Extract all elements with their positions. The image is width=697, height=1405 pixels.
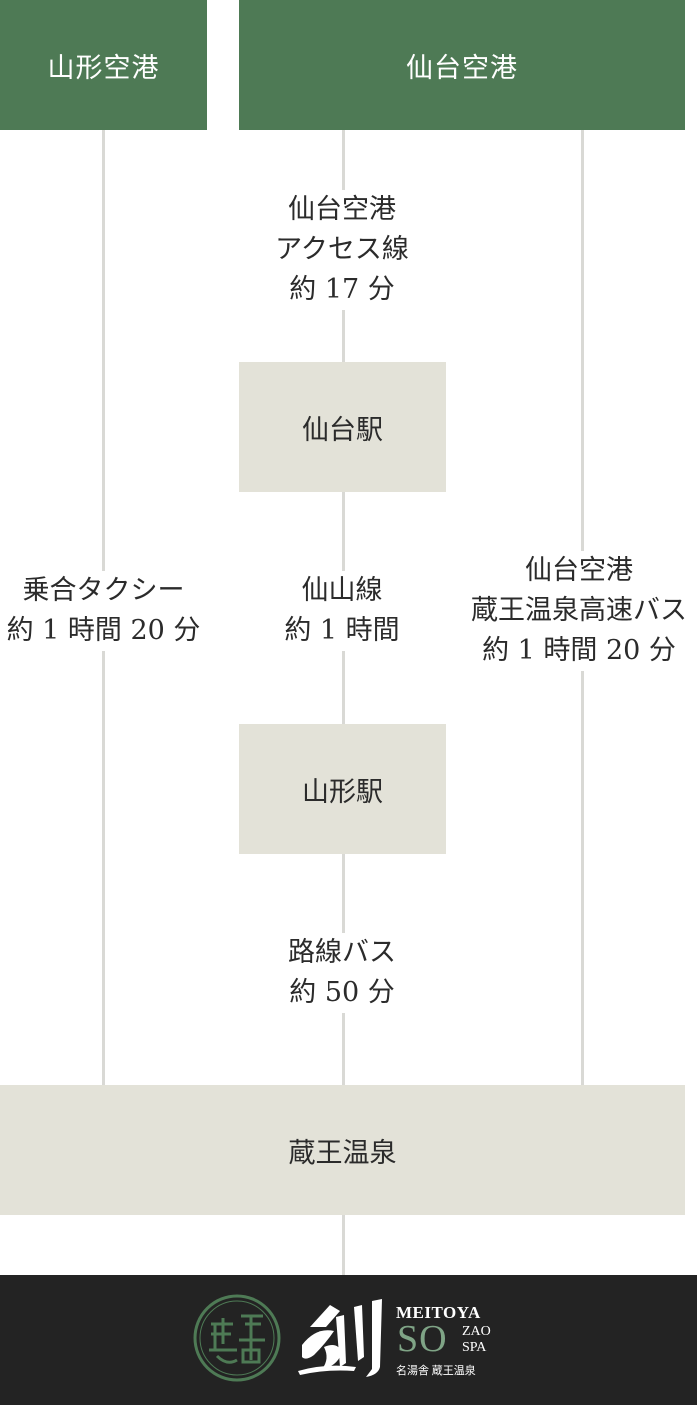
route-sendai-airport-line: 仙台空港 アクセス線 約 17 分: [252, 190, 432, 310]
route-senzan-line: 仙山線 約 1 時間: [267, 571, 417, 651]
yamagata-airport-box: 山形空港: [0, 0, 207, 130]
sendai-station-box: 仙台駅: [239, 362, 446, 492]
brand-meitoya: MEITOYA: [396, 1303, 481, 1322]
route-time: 約 1 時間: [284, 615, 400, 646]
route-time: 約 50 分: [289, 977, 395, 1008]
route-line-1: 仙山線: [301, 575, 383, 606]
zao-onsen-label: 蔵王温泉: [288, 1137, 397, 1169]
route-highway-bus: 仙台空港 蔵王温泉高速バス 約 1 時間 20 分: [461, 551, 697, 671]
route-line-1: 仙台空港: [288, 194, 396, 225]
sendai-airport-box: 仙台空港: [239, 0, 685, 130]
sendai-station-label: 仙台駅: [302, 414, 383, 446]
route-line-2: 蔵王温泉高速バス: [471, 595, 687, 626]
route-time: 約 1 時間 20 分: [6, 615, 201, 646]
line-zao-to-footer: [342, 1215, 345, 1275]
brand-so: SO: [397, 1318, 448, 1360]
route-line-1: 仙台空港: [525, 555, 633, 586]
footer-logo-bar: MEITOYA SO ZAO SPA 名湯舎 蔵王温泉: [0, 1275, 697, 1405]
route-time: 約 17 分: [289, 274, 395, 305]
route-line-1: 乗合タクシー: [22, 575, 185, 606]
brand-zao: ZAO: [462, 1324, 491, 1339]
yamagata-station-box: 山形駅: [239, 724, 446, 854]
brush-calligraphy-icon: [298, 1299, 382, 1377]
route-local-bus: 路線バス 約 50 分: [267, 933, 417, 1013]
route-line-2: アクセス線: [275, 234, 409, 265]
route-taxi: 乗合タクシー 約 1 時間 20 分: [0, 571, 207, 651]
brand-spa: SPA: [462, 1340, 487, 1355]
zao-onsen-box: 蔵王温泉: [0, 1085, 685, 1215]
yamagata-airport-label: 山形空港: [47, 52, 160, 84]
route-time: 約 1 時間 20 分: [482, 635, 676, 666]
sendai-airport-label: 仙台空港: [406, 52, 518, 84]
route-line-1: 路線バス: [288, 937, 396, 968]
seal-logo-icon: [193, 1294, 281, 1382]
yamagata-station-label: 山形駅: [302, 776, 383, 808]
brand-japanese-name: 名湯舎 蔵王温泉: [396, 1365, 476, 1377]
